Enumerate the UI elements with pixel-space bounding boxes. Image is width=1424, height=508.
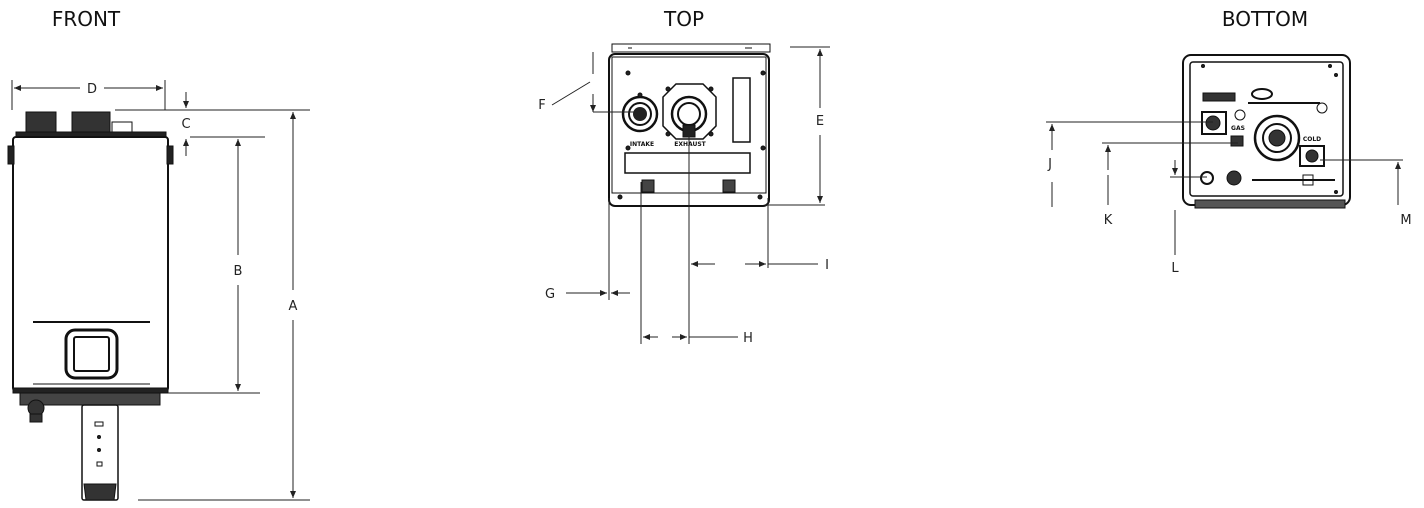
dim-label-F: F	[538, 98, 545, 113]
control-display	[73, 336, 110, 372]
exhaust-port: EXHAUST	[662, 83, 717, 148]
dim-D: D	[11, 80, 166, 110]
dim-label-L: L	[1171, 261, 1179, 276]
dim-label-J: J	[1047, 157, 1052, 172]
dim-label-E: E	[816, 114, 824, 129]
dim-I: I	[691, 198, 829, 273]
top-view-title: TOP	[663, 7, 704, 31]
front-cabinet	[12, 136, 169, 392]
dim-label-M: M	[1400, 213, 1411, 228]
dim-B: B	[168, 139, 260, 394]
top-vent-slot	[732, 77, 751, 143]
top-front-rail	[624, 152, 751, 174]
cold-label: COLD	[1303, 136, 1321, 143]
intake-port: INTAKE	[621, 92, 659, 148]
top-view: TOP INTAKE EXHAUST	[538, 7, 830, 346]
gas-label: GAS	[1231, 125, 1245, 132]
dim-G: G	[545, 182, 642, 344]
front-view: FRONT	[7, 7, 310, 501]
dim-label-K: K	[1104, 213, 1113, 228]
dim-label-I: I	[825, 258, 829, 273]
control-panel	[64, 328, 119, 380]
dim-L: L	[1170, 160, 1207, 276]
front-left-bracket	[7, 145, 15, 165]
dim-J: J	[1046, 121, 1213, 207]
dim-E: E	[765, 46, 830, 206]
dim-H: H	[643, 132, 753, 346]
bottom-main-fitting	[1253, 114, 1301, 162]
gas-connection: GAS	[1201, 111, 1245, 147]
bottom-view-title: BOTTOM	[1222, 7, 1308, 31]
front-right-bracket	[166, 145, 174, 165]
cold-connection: COLD	[1299, 136, 1325, 167]
front-bottom-connections	[19, 392, 161, 501]
dim-C: C	[115, 92, 310, 156]
dim-A: A	[138, 112, 310, 501]
dim-F: F	[538, 52, 640, 113]
front-top-fittings	[15, 111, 167, 139]
dim-label-G: G	[545, 287, 555, 302]
dim-label-B: B	[234, 264, 243, 279]
dim-label-A: A	[289, 299, 298, 314]
dim-M: M	[1320, 159, 1412, 228]
intake-label: INTAKE	[630, 141, 654, 148]
exhaust-label: EXHAUST	[674, 141, 706, 148]
dim-label-H: H	[743, 331, 753, 346]
dim-label-C: C	[181, 117, 190, 132]
front-view-title: FRONT	[52, 7, 121, 31]
bottom-view: BOTTOM GAS COLD	[1046, 7, 1412, 276]
dim-label-D: D	[87, 82, 97, 97]
dim-K: K	[1102, 142, 1238, 228]
